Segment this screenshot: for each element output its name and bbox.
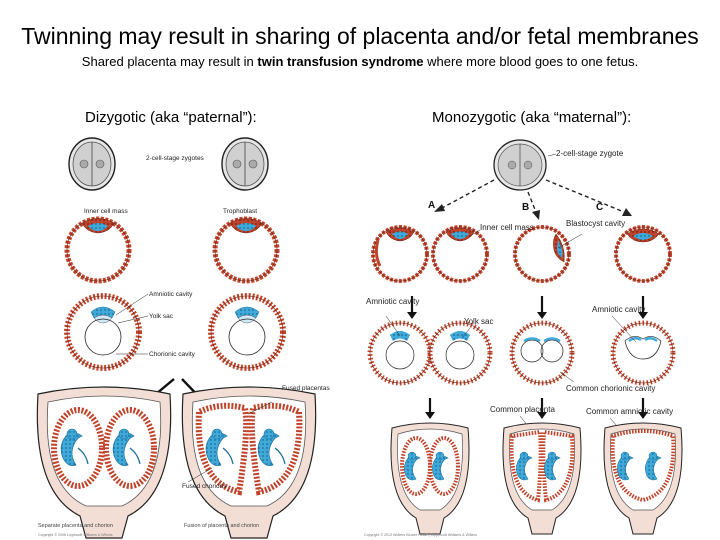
caption-copyright-left: Copyright © 2006 Lippincott Williams & W…	[38, 533, 113, 537]
subtitle-text-after: where more blood goes to one fetus.	[423, 54, 639, 69]
mz-uterus-a	[390, 422, 470, 535]
mz-uterus-c	[603, 422, 683, 535]
subtitle-bold-term: twin transfusion syndrome	[257, 54, 424, 69]
mz-embryo-a-left	[370, 323, 430, 383]
label-blastocyst-cavity-text: Blastocyst cavity	[566, 219, 625, 228]
label-2-cell-stage-zygote: 2-cell-stage zygote	[556, 149, 624, 158]
label-amniotic-cavity-left: Amniotic cavity	[366, 297, 419, 306]
mz-embryo-a-right	[430, 323, 490, 383]
label-fused-placentas-text: Fused placentas	[282, 385, 330, 392]
pointer-zygote	[547, 153, 557, 157]
label-common-placenta: Common placenta	[490, 405, 555, 414]
slide-subtitle: Shared placenta may result in twin trans…	[0, 53, 720, 71]
arrow-b-head	[532, 210, 540, 220]
mz-embryo-c	[613, 323, 673, 383]
down-arrows-row-1	[407, 296, 648, 319]
mz-blastocyst-b	[431, 225, 489, 283]
mz-blastocyst-a	[371, 225, 429, 283]
label-yolk-sac: Yolk sac	[464, 317, 494, 326]
dz-zygote-right	[221, 137, 269, 191]
label-common-chorionic-cavity-text: Common chorionic cavity	[566, 384, 655, 393]
label-amniotic-cavity-right: Amniotic cavity	[592, 305, 645, 314]
label-inner-cell-mass-text: Inner cell mass	[480, 223, 534, 232]
pointer-common-chorionic-cavity	[559, 371, 575, 383]
dz-blastocyst-left	[67, 219, 129, 282]
label-2-cell-stage-zygotes: 2-cell-stage zygotes	[146, 155, 205, 162]
label-common-amniotic-cavity-text: Common amniotic cavity	[586, 407, 673, 416]
label-common-chorionic-cavity: Common chorionic cavity	[566, 384, 655, 393]
label-common-amniotic-cavity: Common amniotic cavity	[586, 407, 673, 416]
pointer-amniotic-cavity-right	[611, 315, 637, 343]
dz-uterus-fused	[181, 386, 317, 539]
label-b: B	[522, 202, 529, 213]
label-inner-cell-mass: Inner cell mass	[84, 208, 128, 215]
mz-zygote	[493, 139, 547, 191]
dz-uterus-separate	[36, 386, 172, 539]
label-c: C	[596, 202, 603, 213]
label-blastocyst-cavity: Blastocyst cavity	[566, 219, 625, 228]
pointer-yolk-sac	[117, 315, 149, 324]
label-inner-cell-mass: Inner cell mass	[480, 223, 534, 232]
caption-fused-placenta: Fusion of placenta and chorion	[184, 523, 259, 529]
label-fused-chorions: Fused chorions	[182, 483, 227, 490]
pointer-amniotic-cavity	[115, 293, 149, 316]
label-common-placenta-text: Common placenta	[490, 405, 555, 414]
subtitle-text-before: Shared placenta may result in	[81, 54, 258, 69]
mz-blastocyst-c1	[513, 225, 571, 283]
dizygotic-heading: Dizygotic (aka “paternal”):	[85, 109, 257, 126]
mz-blastocyst-c2	[614, 225, 672, 283]
label-amniotic-cavity-right-text: Amniotic cavity	[592, 305, 645, 314]
dz-blastocyst-right	[215, 219, 277, 282]
mz-uterus-b	[502, 422, 582, 535]
label-a: A	[428, 200, 435, 211]
label-yolk-sac: Yolk sac	[149, 313, 174, 320]
arrow-c-head	[622, 208, 632, 216]
label-trophoblast: Trophoblast	[223, 208, 257, 215]
pointer-fused-chorions	[187, 467, 213, 483]
label-amniotic-cavity-left-text: Amniotic cavity	[366, 297, 419, 306]
pointer-inner-cell-mass	[469, 229, 481, 237]
down-arrows-row-2	[425, 398, 648, 419]
monozygotic-heading: Monozygotic (aka “maternal”):	[432, 109, 632, 126]
label-chorionic-cavity: Chorionic cavity	[149, 351, 196, 358]
label-fused-placentas: Fused placentas	[282, 385, 330, 392]
arrow-b	[527, 191, 537, 213]
arrow-a-head	[434, 204, 445, 212]
dz-zygote-left	[68, 137, 116, 191]
label-amniotic-cavity: Amniotic cavity	[149, 291, 193, 298]
dz-embryo-right	[211, 296, 283, 368]
arrow-c	[545, 179, 625, 213]
arrow-a	[441, 179, 495, 209]
pointer-amniotic-cavity-left	[385, 315, 401, 337]
mz-embryo-b	[512, 323, 572, 383]
pointer-yolk-sac	[461, 327, 471, 339]
caption-copyright-right: Copyright © 2013 Wolters Kluwer Health |…	[364, 533, 477, 537]
monozygotic-diagram: 2-cell-stage zygote A B C Inner cell mas…	[364, 139, 683, 537]
slide-title: Twinning may result in sharing of placen…	[21, 23, 699, 49]
pointer-blastocyst-cavity	[557, 233, 583, 249]
dizygotic-diagram: 2-cell-stage zygotes Inner cell mass Tro…	[36, 137, 330, 539]
caption-separate-placenta: Separate placenta and chorion	[38, 523, 113, 529]
pointer-fused-placentas	[247, 401, 273, 415]
